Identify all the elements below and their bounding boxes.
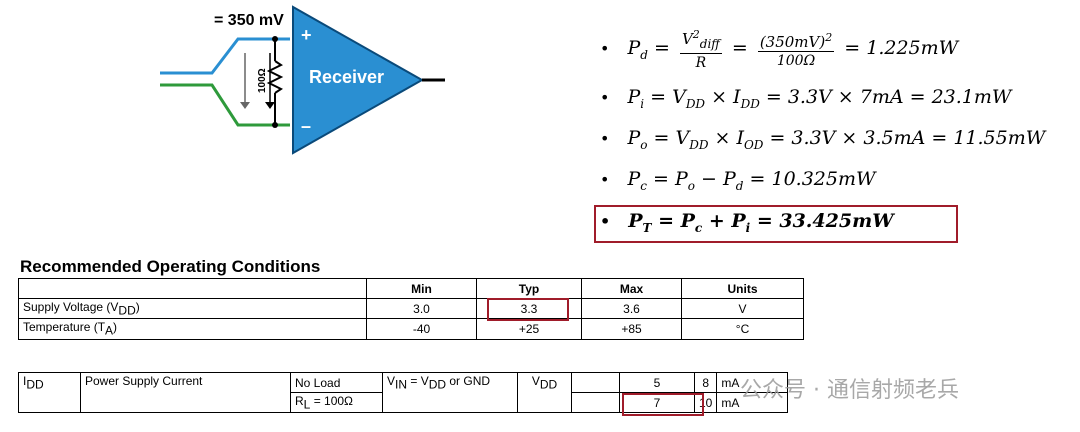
idd-typ-highlight-box (622, 393, 704, 416)
node-bottom (272, 122, 278, 128)
voltage-label: = 350 mV (214, 12, 284, 29)
roc-table: Min Typ Max Units Supply Voltage (VDD) 3… (18, 278, 804, 340)
typ-highlight-box (487, 298, 569, 321)
eq-symbol: P (627, 37, 641, 59)
receiver-triangle (292, 5, 425, 155)
table-row: Supply Voltage (VDD) 3.0 3.3 3.6 V (18, 297, 804, 320)
eq-subscript: d (640, 47, 648, 62)
resistor-label: 100Ω (257, 68, 268, 93)
arrow-head-2 (265, 102, 275, 109)
total-power-box (594, 205, 958, 243)
table-row: Temperature (TA) -40 +25 +85 °C (18, 318, 804, 340)
equation-pc: •Pc = Po − Pd = 10.325mW (600, 168, 876, 193)
idd-table: IDD Power Supply Current No Load VIN = V… (18, 371, 788, 414)
resistor-zigzag (266, 60, 284, 94)
equation-pd: •Pd = V2diff R = (350mV)2 100Ω = 1.225mW (600, 28, 959, 71)
watermark: 公众号 · 通信射频老兵 (740, 378, 959, 403)
input-line-blue (160, 37, 290, 75)
minus-sign: – (301, 116, 311, 136)
receiver-label: Receiver (309, 67, 384, 87)
input-line-green (160, 83, 290, 127)
fraction-vdiff: V2diff R (679, 28, 722, 71)
receiver-diagram: + – Receiver 100Ω = 350 mV (160, 5, 445, 155)
eq-result: = 1.225mW (844, 37, 959, 59)
fraction-350mv: (350mV)2 100Ω (757, 30, 835, 69)
node-top (272, 36, 278, 42)
equation-pt: •PT = Pc + Pi = 33.425mW (600, 210, 894, 235)
bullet: • (600, 39, 610, 58)
plus-sign: + (301, 25, 312, 45)
equation-po: •Po = VDD × IOD = 3.3V × 3.5mA = 11.55mW (600, 127, 1046, 152)
roc-title: Recommended Operating Conditions (20, 257, 321, 276)
arrow-head-1 (240, 102, 250, 109)
table-header-row: Min Typ Max Units (18, 278, 804, 299)
equation-pi: •Pi = VDD × IDD = 3.3V × 7mA = 23.1mW (600, 86, 1012, 111)
table-row: IDD Power Supply Current No Load VIN = V… (18, 371, 788, 414)
